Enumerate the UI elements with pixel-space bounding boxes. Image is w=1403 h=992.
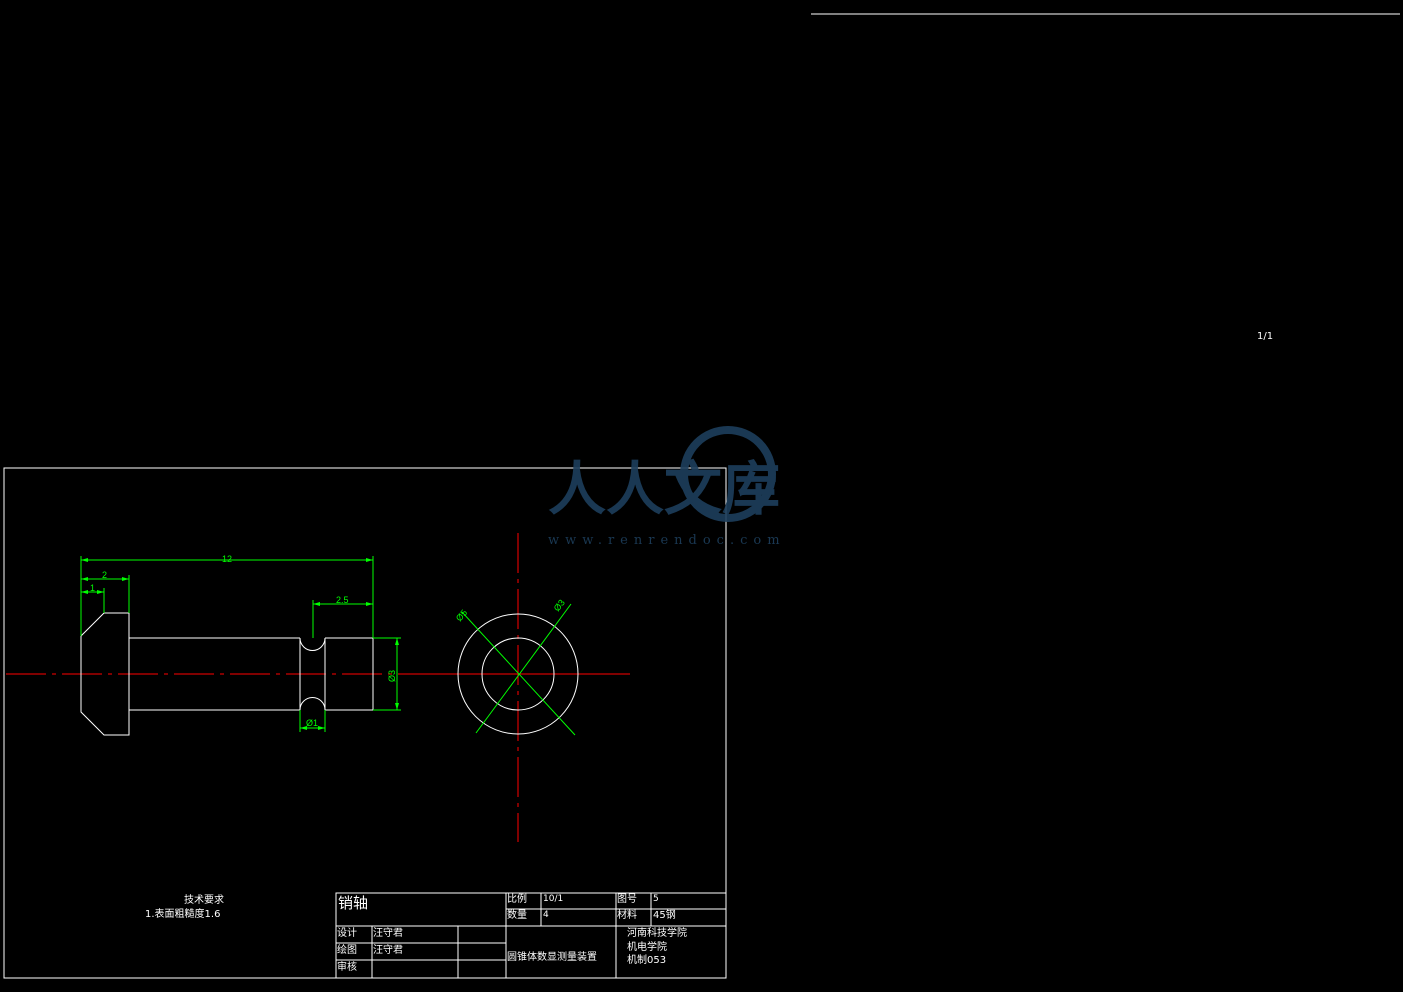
quantity-label: 数量 [507, 908, 527, 921]
department-name: 机电学院 [627, 940, 667, 953]
material-value: 45钢 [653, 908, 676, 921]
design-value: 汪守君 [373, 926, 403, 939]
pin-shaft-front-view [80, 612, 374, 736]
scale-label: 比例 [507, 892, 527, 905]
scale-value: 10/1 [543, 894, 563, 904]
drawn-value: 汪守君 [373, 943, 403, 956]
dim-head-length: 2 [102, 570, 107, 580]
dim-chamfer: 1 [90, 583, 95, 593]
material-label: 材料 [617, 908, 637, 921]
dim-outer-diameter: Ø5 [454, 608, 469, 624]
dimension-arrows [81, 558, 399, 730]
watermark-url: www.renrendoc.com [548, 533, 786, 548]
dim-total-length: 12 [222, 554, 232, 564]
dim-groove-diameter: Ø1 [306, 718, 318, 728]
drawn-label: 绘图 [337, 943, 357, 956]
review-label: 审核 [337, 960, 357, 973]
watermark: 人人文库 www.renrendoc.com [548, 426, 786, 548]
class-name: 机制053 [627, 953, 666, 966]
dim-groove-position: 2.5 [336, 595, 349, 605]
drawing-no-value: 5 [653, 894, 659, 904]
side-view [430, 533, 630, 842]
dim-inner-diameter: Ø3 [552, 598, 567, 614]
tech-requirements-item: 1.表面粗糙度1.6 [145, 907, 220, 920]
design-label: 设计 [337, 926, 357, 939]
quantity-value: 4 [543, 910, 549, 920]
dim-diameter: Ø3 [387, 670, 397, 682]
watermark-logo-text: 人人文库 [548, 455, 780, 523]
title-block-grid [335, 892, 727, 979]
tech-requirements-title: 技术要求 [184, 893, 224, 906]
assembly-name: 圆锥体数显测量装置 [507, 950, 597, 963]
school-name: 河南科技学院 [627, 926, 687, 939]
page-indicator: 1/1 [1257, 331, 1273, 342]
part-name: 销轴 [338, 894, 368, 912]
drawing-no-label: 图号 [617, 893, 637, 905]
